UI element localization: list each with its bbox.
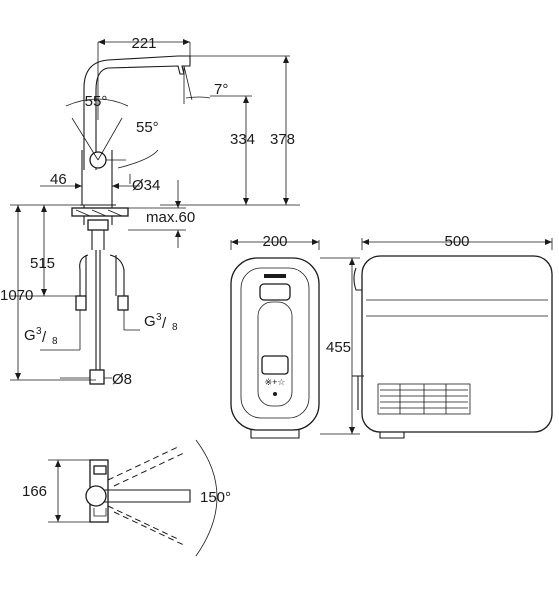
dim-chiller-width: 200: [262, 233, 287, 250]
dim-pipe-diameter: Ø8: [112, 371, 132, 388]
svg-text:G: G: [24, 327, 36, 344]
thread-right-label: G 3 / 8: [144, 312, 178, 333]
faucet-top-view: [48, 439, 218, 557]
dim-spout-tilt: 7°: [214, 81, 228, 98]
dim-chiller-height: 455: [326, 339, 351, 356]
svg-text:3: 3: [36, 326, 42, 337]
faucet-front-view: [65, 55, 211, 385]
status-dot-icon: [273, 392, 277, 396]
dim-total-1070: 1070: [0, 287, 33, 304]
dim-top-view-166: 166: [22, 483, 47, 500]
svg-text:8: 8: [52, 336, 58, 347]
dim-swivel-angle: 55°: [85, 93, 108, 110]
thread-left-label: G 3 / 8: [24, 326, 58, 347]
dim-lever-angle: 55°: [136, 119, 159, 136]
dim-max-thickness: max.60: [146, 209, 195, 226]
top-slot-icon: [264, 274, 286, 278]
dim-hose-515: 515: [30, 255, 55, 272]
dim-base-diameter: Ø34: [132, 177, 160, 194]
dim-base-offset: 46: [50, 171, 67, 188]
svg-text:/: /: [42, 329, 47, 346]
svg-text:3: 3: [156, 312, 162, 323]
chiller-indicator-label: ※+☆: [265, 377, 286, 387]
dim-chiller-depth: 500: [444, 233, 469, 250]
chiller-side-view: [352, 238, 553, 439]
dim-rotation-angle: 150°: [200, 489, 231, 506]
dim-height-378: 378: [270, 131, 295, 148]
faucet-dimension-lines: [10, 39, 300, 381]
svg-text:G: G: [144, 313, 156, 330]
dimension-labels: 221 55° 7° 55° 334 378 46 Ø34 max.60 515…: [0, 35, 470, 506]
svg-text:/: /: [162, 315, 167, 332]
display-icon: [261, 355, 289, 375]
dim-height-334: 334: [230, 131, 255, 148]
chiller-front-view: ※+☆: [230, 239, 360, 439]
svg-text:8: 8: [172, 322, 178, 333]
dim-spout-reach: 221: [131, 35, 156, 52]
